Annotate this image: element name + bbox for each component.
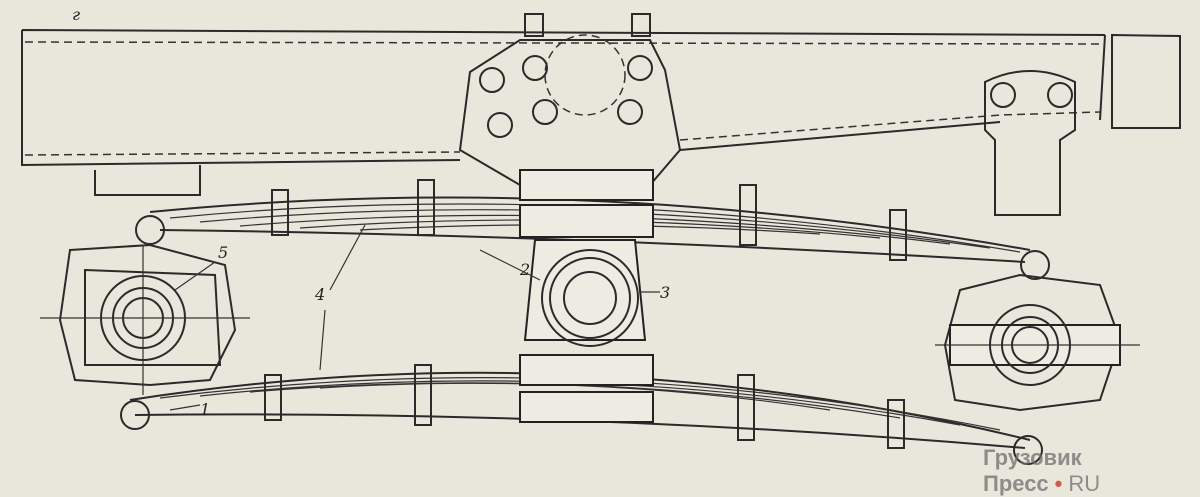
frame-rail	[21, 29, 1181, 196]
watermark-domain: RU	[1068, 471, 1101, 496]
center-bracket	[458, 13, 682, 186]
watermark-dot: •	[1054, 471, 1063, 496]
right-axle-housing	[935, 273, 1140, 412]
left-axle-housing	[40, 243, 250, 395]
suspension-drawing: г 5 4 1 2 3	[21, 5, 1181, 465]
label-callout-3: 3	[660, 283, 670, 302]
watermark: Грузовик Пресс•RU	[983, 445, 1200, 497]
label-callout-4: 4	[314, 285, 325, 304]
label-callout-5: 5	[218, 243, 228, 262]
label-callout-1: 1	[200, 400, 210, 419]
rear-spring-bracket	[984, 70, 1076, 216]
center-trunnion	[519, 169, 654, 423]
watermark-name: Грузовик Пресс	[983, 445, 1082, 496]
label-frame-letter: г	[72, 5, 80, 24]
label-callout-2: 2	[519, 260, 530, 279]
